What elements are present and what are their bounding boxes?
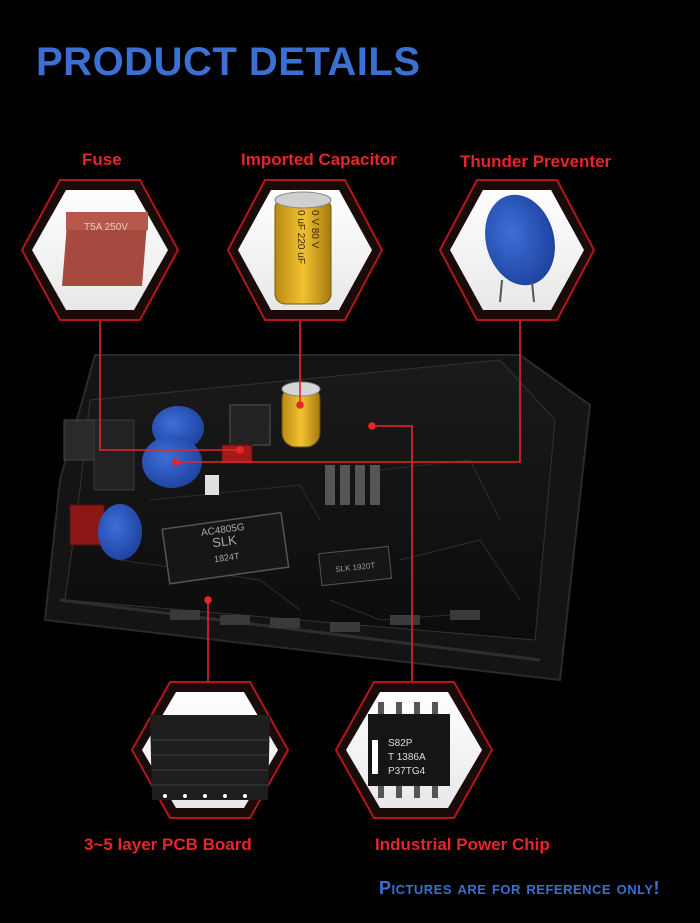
power-chip-label: Industrial Power Chip	[375, 835, 550, 854]
fuse-marking: T5A 250V	[84, 222, 128, 233]
pcb-board-illustration: SLK 1824T AC4805G SLK 1920T	[43, 354, 592, 682]
fuse-label: Fuse	[82, 150, 122, 169]
pcb-board-label: 3~5 layer PCB Board	[84, 835, 252, 854]
page-title: PRODUCT DETAILS	[36, 40, 421, 84]
power-chip-image: S82P T 1386A P37TG4	[368, 702, 450, 798]
thunder-hexagon	[438, 179, 596, 321]
capacitor-marking-top: 0 V 80 V	[309, 210, 320, 249]
thunder-preventer-label: Thunder Preventer	[460, 152, 612, 171]
chip-line3: P37TG4	[388, 766, 426, 777]
pcb-layers-image	[150, 715, 270, 800]
fuse-hexagon: T5A 250V	[20, 179, 180, 321]
varistor-image	[485, 194, 555, 303]
pcb-hexagon	[130, 681, 290, 819]
chip-line2: T 1386A	[388, 752, 426, 763]
chip-hexagon: S82P T 1386A P37TG4	[334, 681, 494, 819]
main-chip-line2: 1824T	[213, 551, 240, 565]
capacitor-marking-bottom: 0 uF 220 uF	[295, 210, 306, 264]
small-chip-label: SLK 1920T	[335, 561, 376, 574]
fuse-image: T5A 250V	[62, 212, 148, 286]
capacitor-image: 0 V 80 V 0 uF 220 uF	[274, 191, 332, 305]
reference-note: Pictures are for reference only!	[378, 878, 660, 898]
connector-lines	[99, 318, 521, 760]
capacitor-label: Imported Capacitor	[241, 150, 397, 169]
capacitor-hexagon: 0 V 80 V 0 uF 220 uF	[226, 179, 384, 321]
main-chip-line1: SLK	[211, 532, 238, 550]
chip-line1: S82P	[388, 738, 413, 749]
